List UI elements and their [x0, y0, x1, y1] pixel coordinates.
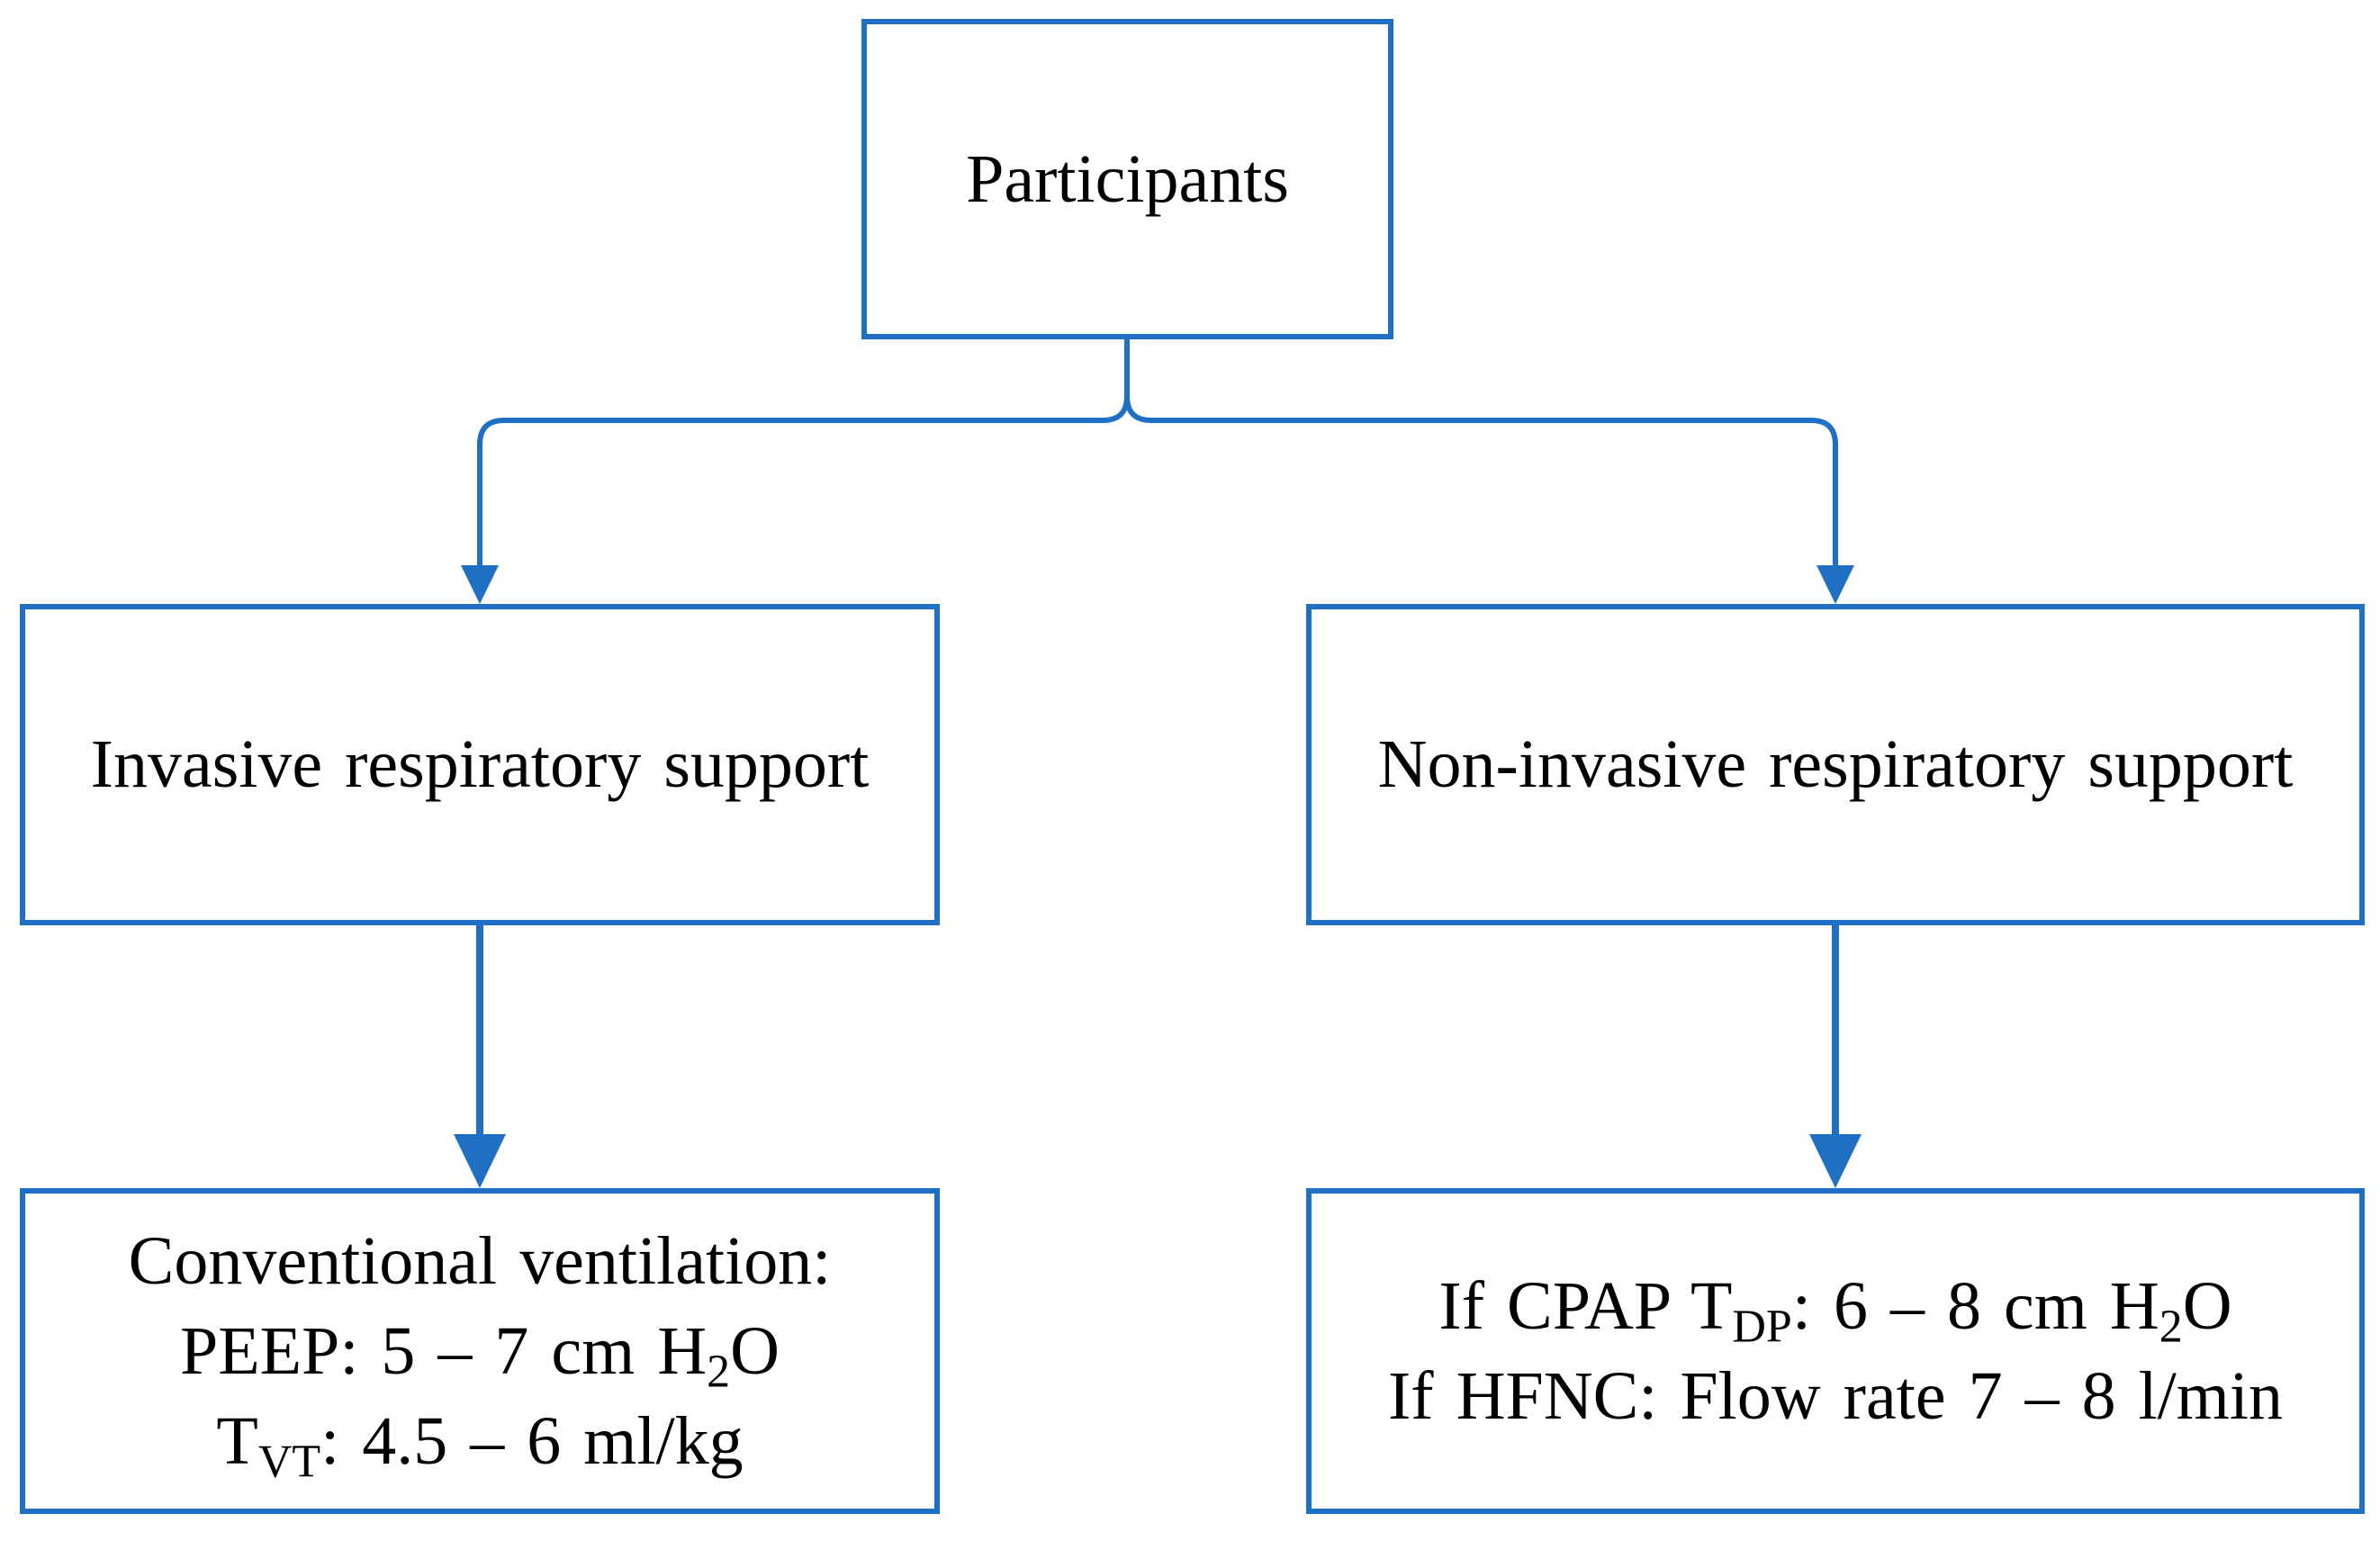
- noninvasive-support-label: Non-invasive respiratory support: [1377, 726, 2294, 803]
- conventional-ventilation-title: Conventional ventilation:: [128, 1222, 832, 1299]
- participants-box: Participants: [861, 19, 1393, 339]
- cpap-subscript: DP: [1732, 1301, 1792, 1353]
- cpap-value: : 6 – 8 cm H: [1791, 1267, 2159, 1344]
- arrowhead-to-invasive: [461, 565, 499, 604]
- invasive-support-box: Invasive respiratory support: [20, 604, 940, 925]
- cpap-setting: If CPAP TDP: 6 – 8 cm H2O: [1438, 1261, 2231, 1351]
- conventional-ventilation-box: Conventional ventilation: PEEP: 5 – 7 cm…: [20, 1188, 940, 1514]
- invasive-support-label: Invasive respiratory support: [90, 726, 870, 803]
- tidal-volume-value: : 4.5 – 6 ml/kg: [320, 1403, 744, 1480]
- noninvasive-settings-box: If CPAP TDP: 6 – 8 cm H2O If HFNC: Flow …: [1306, 1188, 2365, 1514]
- tidal-volume-subscript: VT: [257, 1436, 321, 1488]
- cpap-text: If CPAP T: [1438, 1267, 1733, 1344]
- tidal-volume-setting: TVT: 4.5 – 6 ml/kg: [216, 1396, 743, 1486]
- split-connector: [477, 339, 1838, 565]
- peep-text: PEEP: 5 – 7 cm H: [179, 1312, 708, 1389]
- cpap-water-subscript: 2: [2159, 1301, 2183, 1353]
- peep-subscript: 2: [707, 1346, 731, 1398]
- participants-label: Participants: [966, 140, 1289, 217]
- noninvasive-support-box: Non-invasive respiratory support: [1306, 604, 2365, 925]
- arrowhead-to-conventional: [454, 1134, 506, 1188]
- hfnc-setting: If HFNC: Flow rate 7 – 8 l/min: [1387, 1358, 2284, 1434]
- cpap-unit-suffix: O: [2182, 1267, 2232, 1344]
- tidal-volume-symbol: T: [216, 1403, 258, 1480]
- arrowhead-to-cpap: [1809, 1134, 1862, 1188]
- peep-setting: PEEP: 5 – 7 cm H2O: [180, 1306, 780, 1396]
- peep-unit-suffix: O: [730, 1312, 780, 1389]
- arrowhead-to-noninvasive: [1817, 565, 1854, 604]
